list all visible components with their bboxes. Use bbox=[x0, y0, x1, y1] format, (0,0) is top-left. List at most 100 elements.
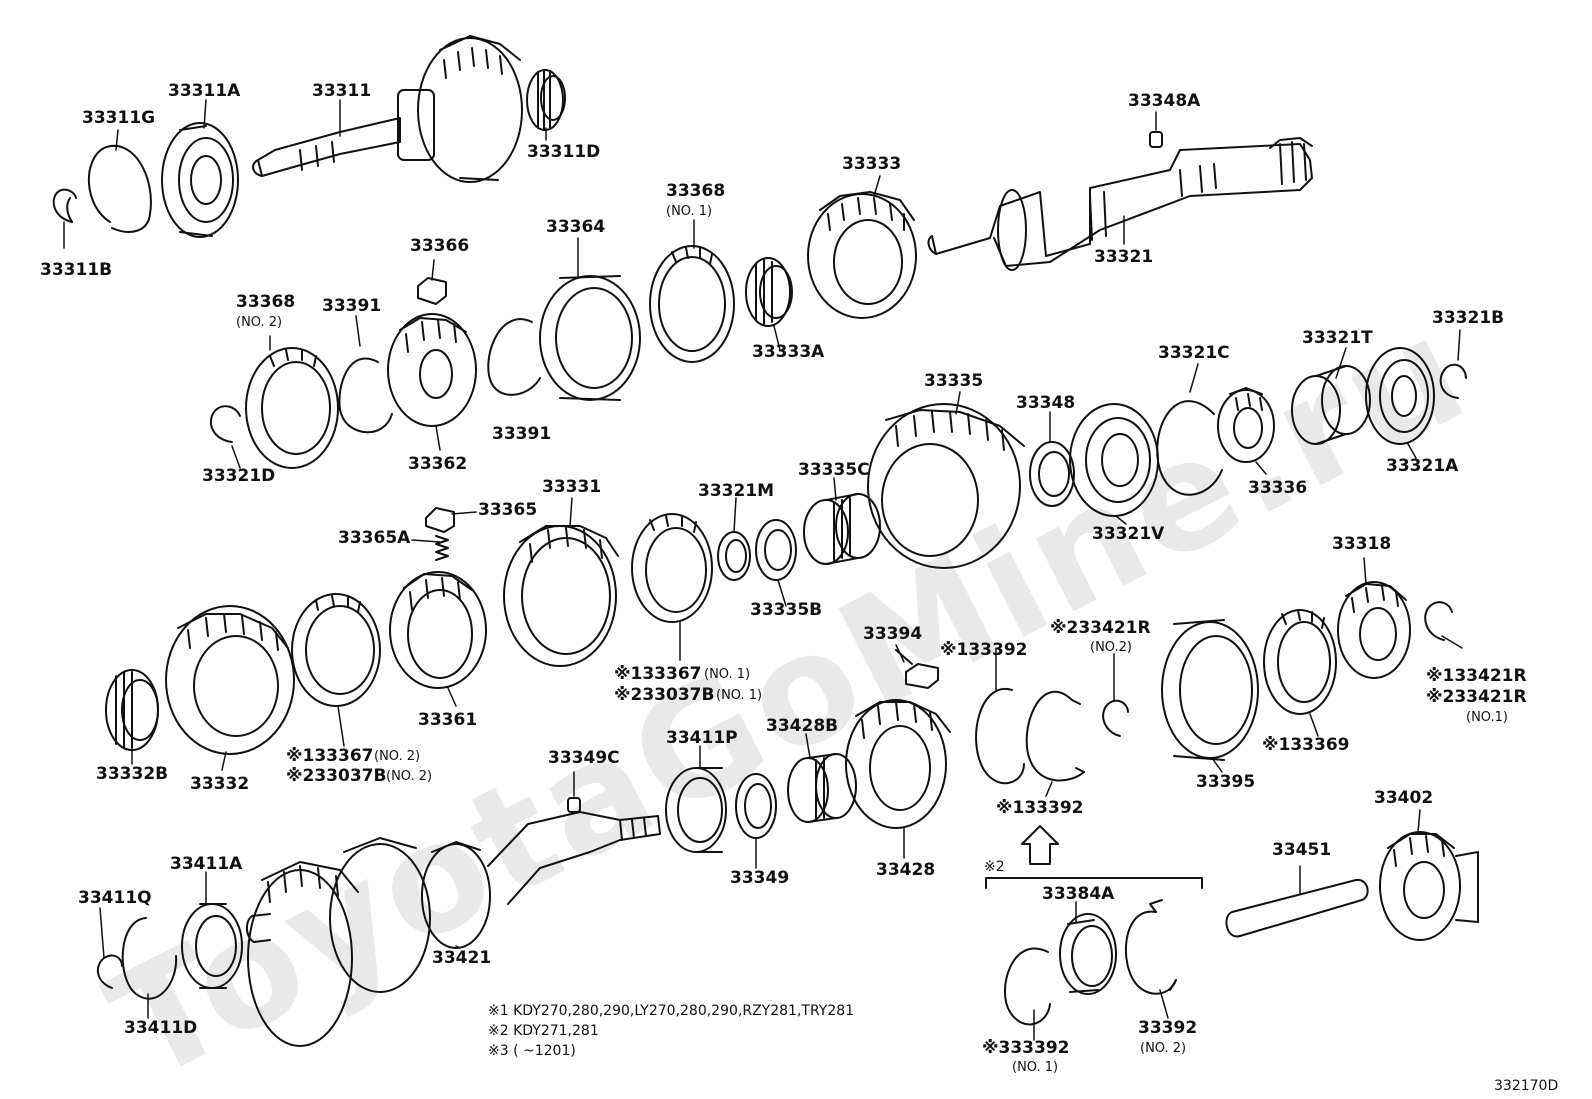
label-33421: 33421 bbox=[432, 948, 492, 968]
label-33411d: 33411D bbox=[124, 1018, 198, 1038]
snap-ring-33311g bbox=[87, 144, 152, 233]
label-33368-no2: 33368 bbox=[236, 292, 296, 312]
sleeve-33395 bbox=[1161, 619, 1259, 761]
shift-key-33366 bbox=[417, 277, 447, 305]
gear-33402 bbox=[1379, 831, 1479, 941]
washer-33321m bbox=[717, 531, 751, 581]
label-33369: ※133369 bbox=[1262, 735, 1350, 755]
label-33321b: 33321B bbox=[1432, 308, 1505, 328]
label-33331: 33331 bbox=[542, 477, 602, 497]
label-33421r-no2: ※233421R bbox=[1050, 618, 1151, 638]
gear-33333 bbox=[807, 191, 917, 319]
label-33332: 33332 bbox=[190, 774, 250, 794]
washer-33348 bbox=[1029, 441, 1075, 507]
label-33392-no1: ※333392 bbox=[982, 1038, 1070, 1058]
snap-ring-33391b bbox=[487, 318, 541, 396]
snap-ring-33321b bbox=[1439, 363, 1467, 399]
gear-33336 bbox=[1217, 387, 1275, 463]
label-33348a: 33348A bbox=[1128, 91, 1201, 111]
snap-ring-33392-upper bbox=[975, 687, 1025, 785]
pin-33349c bbox=[567, 797, 581, 813]
label-33321: 33321 bbox=[1094, 247, 1154, 267]
label-33394: 33394 bbox=[863, 624, 923, 644]
label-33392-no2: 33392 bbox=[1138, 1018, 1198, 1038]
counter-shaft-33421 bbox=[246, 811, 661, 1047]
label-33365a: 33365A bbox=[338, 528, 411, 548]
label-33367-no1-sub: (NO. 1) bbox=[704, 667, 751, 682]
label-33349c: 33349C bbox=[548, 748, 620, 768]
label-33367-no2: ※133367 bbox=[286, 746, 374, 766]
label-33037b-no2: ※233037B bbox=[286, 766, 387, 786]
shaft-33451 bbox=[1225, 878, 1369, 938]
label-33335c: 33335C bbox=[798, 460, 870, 480]
sleeve-33331 bbox=[503, 525, 619, 667]
label-33332b: 33332B bbox=[96, 764, 169, 784]
label-33421r-no2-sub: (NO.2) bbox=[1090, 640, 1132, 655]
main-shaft-33321 bbox=[927, 137, 1313, 271]
note-2: ※2 KDY271,281 bbox=[488, 1023, 599, 1039]
label-33392-a: ※133392 bbox=[940, 640, 1028, 660]
label-33411p: 33411P bbox=[666, 728, 738, 748]
label-33368-no1: 33368 bbox=[666, 181, 726, 201]
note-1: ※1 KDY270,280,290,LY270,280,290,RZY281,T… bbox=[488, 1003, 855, 1019]
snap-ring-33421r-no2 bbox=[1102, 699, 1129, 737]
group2-label: ※2 bbox=[984, 859, 1005, 875]
shift-key-33365 bbox=[425, 507, 455, 533]
label-33391-a: 33391 bbox=[322, 296, 382, 316]
snap-ring-33411d bbox=[121, 917, 178, 1000]
label-33391-b: 33391 bbox=[492, 424, 552, 444]
needle-bearing-33335c bbox=[803, 493, 881, 565]
needle-bearing-33311d bbox=[526, 69, 566, 131]
snap-ring-33392-no2 bbox=[1124, 899, 1177, 995]
label-33321t: 33321T bbox=[1302, 328, 1373, 348]
label-33037b-no1: ※233037B bbox=[614, 685, 715, 705]
bearing-33411a bbox=[181, 903, 243, 989]
ring-33384a bbox=[1059, 913, 1117, 995]
gear-33428 bbox=[845, 699, 951, 829]
label-33368-no1-sub: (NO. 1) bbox=[666, 204, 713, 219]
label-33333a: 33333A bbox=[752, 342, 825, 362]
label-33421r-no1-sub: (NO.1) bbox=[1466, 710, 1508, 725]
label-33368-no2-sub: (NO. 2) bbox=[236, 315, 283, 330]
label-33335b: 33335B bbox=[750, 600, 823, 620]
synchro-ring-33368-no1 bbox=[649, 245, 735, 363]
gear-33335 bbox=[867, 403, 1025, 569]
label-33367-no2-sub: (NO. 2) bbox=[374, 749, 421, 764]
snap-ring-33321c bbox=[1156, 400, 1223, 496]
washer-33349 bbox=[735, 773, 777, 839]
label-33321a: 33321A bbox=[1386, 456, 1459, 476]
label-33311a: 33311A bbox=[168, 81, 241, 101]
label-33311g: 33311G bbox=[82, 108, 156, 128]
label-33411q: 33411Q bbox=[78, 888, 152, 908]
label-33321d: 33321D bbox=[202, 466, 276, 486]
label-33318: 33318 bbox=[1332, 534, 1392, 554]
synchro-ring-33369 bbox=[1263, 609, 1337, 715]
label-33362: 33362 bbox=[408, 454, 468, 474]
hub-33362 bbox=[387, 313, 477, 427]
label-33333: 33333 bbox=[842, 154, 902, 174]
bearing-33321v bbox=[1069, 403, 1159, 517]
label-33037b-no1-sub: (NO. 1) bbox=[716, 688, 763, 703]
snap-ring-33321d bbox=[209, 405, 241, 443]
label-33421r-no1-b: ※233421R bbox=[1426, 687, 1527, 707]
bearing-33321a bbox=[1365, 347, 1435, 445]
label-33311d: 33311D bbox=[527, 142, 601, 162]
needle-bearing-33333a bbox=[745, 257, 793, 327]
label-33428: 33428 bbox=[876, 860, 936, 880]
snap-ring-33392-no1 bbox=[1003, 947, 1051, 1026]
label-33392-b: ※133392 bbox=[996, 798, 1084, 818]
washer-33335b bbox=[755, 519, 797, 581]
spacer-33321t bbox=[1291, 365, 1371, 445]
label-33349: 33349 bbox=[730, 868, 790, 888]
label-33392-no1-sub: (NO. 1) bbox=[1012, 1060, 1059, 1075]
note-3: ※3 ( ~1201) bbox=[488, 1043, 576, 1059]
snap-ring-33311b bbox=[52, 188, 77, 223]
gear-33318 bbox=[1337, 581, 1411, 679]
label-33428b: 33428B bbox=[766, 716, 839, 736]
synchro-ring-33368-no2 bbox=[245, 347, 339, 469]
label-33411a: 33411A bbox=[170, 854, 243, 874]
shift-key-33394 bbox=[895, 649, 939, 689]
group-bracket bbox=[985, 877, 1203, 889]
